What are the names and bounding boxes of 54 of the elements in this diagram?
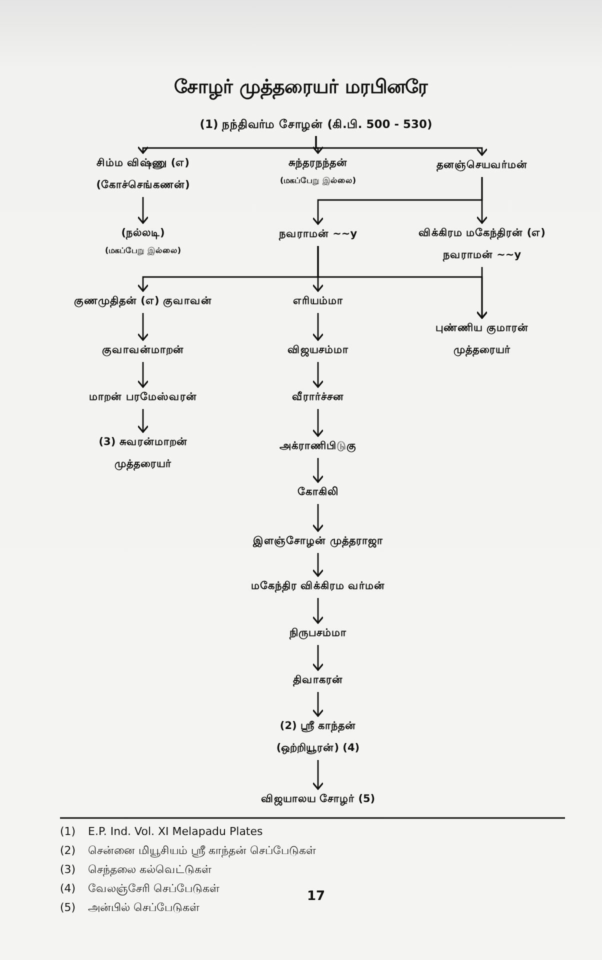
page-number: 17 <box>307 889 326 904</box>
arrow <box>312 553 324 577</box>
footnote-number: (4) <box>60 882 76 895</box>
person-name: மகேந்திர விக்கிரம வர்மன் <box>250 579 386 595</box>
person-name: நவராமன் ~~y <box>278 227 358 243</box>
person-name: சிம்ம விஷ்ணு (எ) (கோச்செங்கணன்) <box>95 156 191 193</box>
person-name: (1) நந்திவர்ம சோழன் (கி.பி. 500 - 530) <box>200 116 432 134</box>
footnote-text: அன்பில் செப்பேடுகள் <box>88 901 200 915</box>
person-name: நிருபசம்மா <box>290 626 346 642</box>
arrow <box>312 409 324 437</box>
arrow <box>312 504 324 532</box>
arrow <box>312 760 324 790</box>
arrow <box>476 267 488 319</box>
arrow <box>312 362 324 388</box>
footnote-number: (5) <box>60 901 76 914</box>
person-name: சுந்தரநந்தன் <box>288 156 348 172</box>
diagram-title: சோழர் முத்தரையர் மரபினரே <box>174 76 428 98</box>
person-name: இளஞ்சோழன் முத்தராஜா <box>253 534 383 550</box>
person-name: விஜயாலய சோழர் (5) <box>260 792 376 808</box>
arrow <box>137 409 149 433</box>
arrow <box>312 458 324 483</box>
arrow <box>137 362 149 388</box>
person-name: விஜயசம்மா <box>288 343 348 359</box>
arrow <box>137 197 149 224</box>
person-name: புண்ணிய குமாரன் முத்தரையர் <box>434 321 530 358</box>
arrow <box>312 692 324 717</box>
footnote-number: (2) <box>60 844 76 857</box>
person-name: குணமுதிதன் (எ) குவாவன் <box>74 294 212 310</box>
footnote-number: (1) <box>60 825 76 838</box>
arrow <box>137 313 149 341</box>
person-name: மாறன் பரமேஸ்வரன் <box>89 390 197 405</box>
note-text: (மகப்பேறு இல்லை) <box>280 175 356 188</box>
note-text: (மகப்பேறு இல்லை) <box>104 245 182 258</box>
arrow <box>312 645 324 671</box>
person-name: (2) ஸ்ரீ காந்தன் (ஒற்றியூரன்) (4) <box>275 719 361 756</box>
person-name: விக்கிரம மகேந்திரன் (எ) நவராமன் ~~y <box>418 226 546 264</box>
person-name: அக்ராணிபிடுகு <box>280 439 356 454</box>
person-name: (3) சுவரன்மாறன் முத்தரையர் <box>98 435 188 472</box>
person-name: எரியம்மா <box>293 294 343 309</box>
person-name: தனஞ்செயவர்மன் <box>436 158 528 174</box>
footnote-text: சென்னை மியூசியம் ஸ்ரீ காந்தன் செப்பேடுகள் <box>88 844 316 858</box>
footnote-text: வேலஞ்சேரி செப்பேடுகள் <box>88 882 220 896</box>
arrow <box>312 598 324 624</box>
footnote-text: E.P. Ind. Vol. XI Melapadu Plates <box>88 825 263 838</box>
arrow <box>476 177 488 224</box>
person-name: கோகிலி <box>298 485 338 500</box>
footnote-number: (3) <box>60 863 76 876</box>
person-name: (நல்லடி) <box>121 226 165 242</box>
arrow <box>315 136 488 156</box>
person-name: குவாவன்மாறன் <box>102 343 184 358</box>
person-name: வீரார்ச்சன <box>292 390 344 405</box>
footnote-text: செந்தலை கல்வெட்டுகள் <box>88 863 212 877</box>
arrow <box>312 313 324 341</box>
person-name: திவாகரன் <box>293 673 343 688</box>
